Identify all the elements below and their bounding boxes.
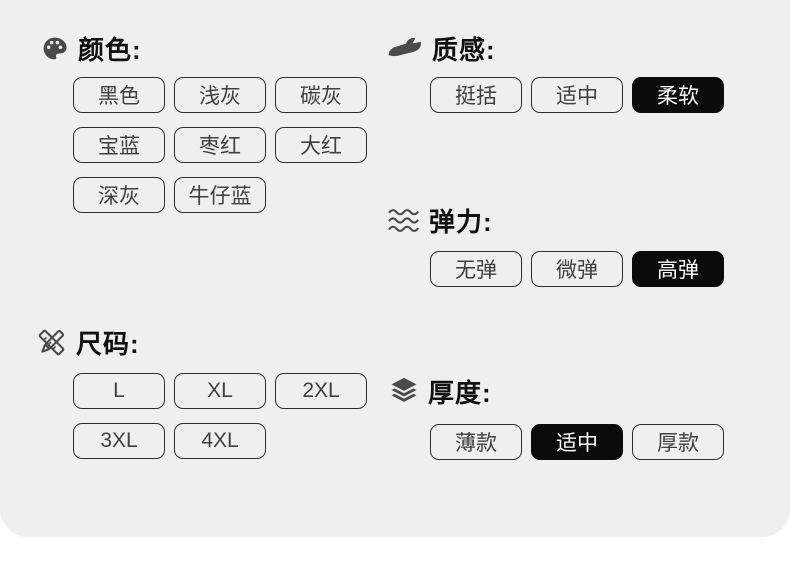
color-option[interactable]: 宝蓝 bbox=[73, 127, 165, 163]
elasticity-section-header: 弹力: bbox=[387, 204, 493, 237]
pencil-ruler-icon bbox=[38, 329, 65, 355]
elasticity-section-title: 弹力: bbox=[429, 206, 493, 237]
texture-option[interactable]: 柔软 bbox=[632, 77, 724, 113]
size-option[interactable]: L bbox=[73, 373, 165, 409]
color-option[interactable]: 大红 bbox=[275, 127, 367, 163]
size-option[interactable]: 4XL bbox=[174, 423, 266, 459]
elasticity-options: 无弹 微弹 高弹 bbox=[430, 251, 726, 287]
thickness-option[interactable]: 厚款 bbox=[632, 424, 724, 460]
layers-icon bbox=[391, 377, 417, 402]
texture-option[interactable]: 挺括 bbox=[430, 77, 522, 113]
waves-icon bbox=[388, 208, 419, 232]
texture-options: 挺括 适中 柔软 bbox=[430, 77, 726, 113]
size-section-title: 尺码: bbox=[76, 328, 140, 359]
size-option[interactable]: XL bbox=[174, 373, 266, 409]
color-option[interactable]: 深灰 bbox=[73, 177, 165, 213]
thickness-section-header: 厚度: bbox=[389, 375, 492, 408]
hand-icon bbox=[388, 37, 421, 56]
size-option[interactable]: 2XL bbox=[275, 373, 367, 409]
thickness-option[interactable]: 薄款 bbox=[430, 424, 522, 460]
color-section-header: 颜色: bbox=[40, 32, 142, 65]
size-section-header: 尺码: bbox=[36, 326, 140, 359]
texture-option[interactable]: 适中 bbox=[531, 77, 623, 113]
color-option[interactable]: 枣红 bbox=[174, 127, 266, 163]
palette-icon bbox=[43, 37, 67, 59]
elasticity-option[interactable]: 微弹 bbox=[531, 251, 623, 287]
texture-section-title: 质感: bbox=[432, 34, 496, 65]
thickness-options: 薄款 适中 厚款 bbox=[430, 424, 726, 460]
color-option[interactable]: 黑色 bbox=[73, 77, 165, 113]
color-option[interactable]: 牛仔蓝 bbox=[174, 177, 266, 213]
elasticity-option[interactable]: 高弹 bbox=[632, 251, 724, 287]
thickness-section-title: 厚度: bbox=[428, 377, 492, 408]
color-option[interactable]: 浅灰 bbox=[174, 77, 266, 113]
texture-section-header: 质感: bbox=[386, 32, 496, 65]
color-options: 黑色 浅灰 碳灰 宝蓝 枣红 大红 深灰 牛仔蓝 bbox=[73, 77, 369, 213]
size-option[interactable]: 3XL bbox=[73, 423, 165, 459]
color-section-title: 颜色: bbox=[78, 34, 142, 65]
thickness-option[interactable]: 适中 bbox=[531, 424, 623, 460]
elasticity-option[interactable]: 无弹 bbox=[430, 251, 522, 287]
color-option[interactable]: 碳灰 bbox=[275, 77, 367, 113]
size-options: L XL 2XL 3XL 4XL bbox=[73, 373, 369, 459]
